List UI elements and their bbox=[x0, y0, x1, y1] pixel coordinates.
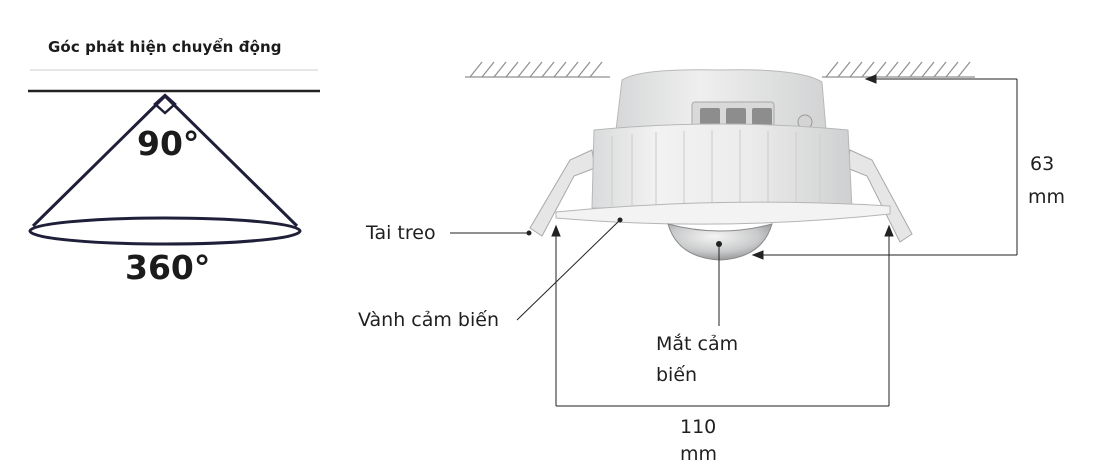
sensor-eye-label-line2: biến bbox=[656, 364, 698, 386]
detection-cone bbox=[28, 93, 302, 246]
sensor-product-image bbox=[529, 69, 913, 261]
horizontal-angle-label: 360° bbox=[125, 248, 211, 287]
sensor-rim-label: Vành cảm biến bbox=[358, 309, 499, 331]
vertical-angle-label: 90° bbox=[137, 124, 200, 163]
mounting-ear-label: Tai treo bbox=[366, 222, 436, 244]
width-value: 110 bbox=[680, 416, 717, 438]
ceiling-hatch-right-b bbox=[822, 61, 975, 78]
detection-angle-title: Góc phát hiện chuyển động bbox=[48, 38, 282, 56]
sensor-eye-label-line1: Mắt cảm bbox=[656, 333, 739, 355]
callout-dot-rim bbox=[617, 217, 623, 223]
width-dimension bbox=[551, 224, 894, 407]
callout-dot-ear bbox=[526, 230, 532, 236]
height-value: 63 bbox=[1030, 153, 1055, 175]
ceiling-hatch-right-a bbox=[465, 61, 610, 78]
width-unit: mm bbox=[680, 443, 718, 465]
callout-dot-eye bbox=[716, 241, 722, 247]
height-unit: mm bbox=[1028, 186, 1066, 208]
height-dimension bbox=[751, 74, 1018, 260]
callout-line-rim bbox=[516, 219, 621, 321]
